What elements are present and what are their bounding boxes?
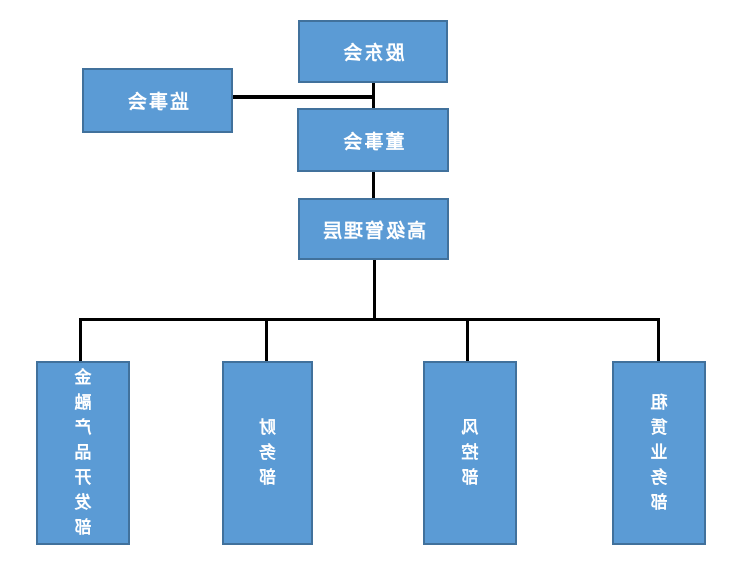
connector-drop-product-dept <box>79 318 82 362</box>
connector-drop-leasing-dept <box>657 318 660 362</box>
connector-departments-bus <box>79 318 660 321</box>
node-dept-risk-control: 风 控 部 <box>423 361 517 545</box>
connector-board-to-management <box>372 172 375 199</box>
node-senior-management: 高级管理层 <box>298 198 449 260</box>
connector-drop-risk-dept <box>466 318 469 362</box>
connector-management-to-bus <box>373 260 376 321</box>
node-dept-finance: 财 务 部 <box>222 361 313 545</box>
node-shareholders-meeting: 股东会 <box>298 20 448 83</box>
node-dept-leasing-business: 租 赁 业 务 部 <box>612 361 706 545</box>
node-supervisory-board: 监事会 <box>82 68 233 133</box>
connector-drop-finance-dept <box>265 318 268 362</box>
node-dept-financial-product-development: 金 融 产 品 开 发 部 <box>36 361 130 545</box>
node-board-of-directors: 董事会 <box>297 108 449 172</box>
connector-supervisory-branch <box>233 95 375 99</box>
